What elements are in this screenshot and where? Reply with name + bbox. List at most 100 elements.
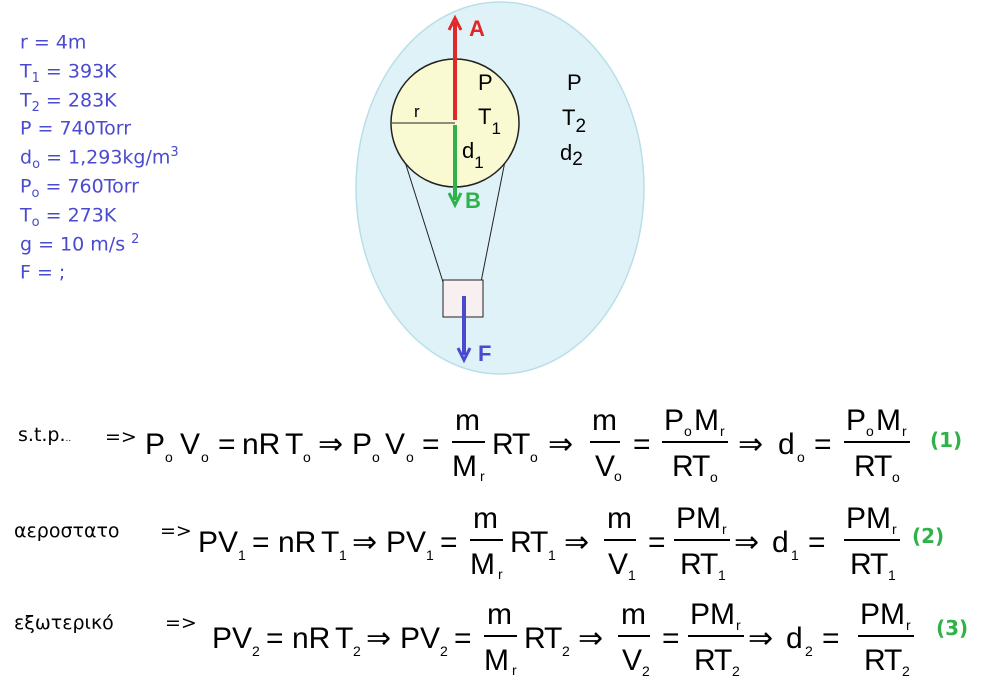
math-symbol: d xyxy=(772,526,789,559)
math-symbol: T xyxy=(321,526,339,559)
math-symbol: ⇒ xyxy=(318,428,343,461)
math-symbol: R xyxy=(850,548,872,581)
math-symbol: V xyxy=(232,622,252,655)
subscript: o xyxy=(201,449,209,465)
outside-temperature: T2 xyxy=(562,105,586,137)
math-symbol: T xyxy=(700,548,718,581)
subscript: o xyxy=(406,449,414,465)
outside-density: d2 xyxy=(560,140,583,170)
subscript: r xyxy=(892,521,897,537)
outside-label: εξωτερικό xyxy=(14,612,114,634)
subscript: 1 xyxy=(888,567,896,583)
math-symbol: m xyxy=(473,502,498,535)
subscript: o xyxy=(892,469,900,485)
math-symbol: P xyxy=(212,622,232,655)
subscript: o xyxy=(710,469,718,485)
math-symbol: R xyxy=(854,450,876,483)
subscript: 1 xyxy=(791,547,799,563)
math-symbol: T xyxy=(714,644,732,677)
math-symbol: M xyxy=(696,502,721,535)
math-symbol: T xyxy=(335,622,353,655)
outside-pressure: P xyxy=(567,70,582,95)
math-symbol: P xyxy=(846,502,866,535)
radius-label: r xyxy=(414,102,420,121)
given-item: T2 = 283K xyxy=(20,88,117,115)
math-symbol: V xyxy=(622,644,642,677)
math-symbol: = xyxy=(648,526,666,559)
subscript: o xyxy=(530,449,538,465)
subscript: 1 xyxy=(238,547,246,563)
math-symbol: P xyxy=(676,502,696,535)
math-symbol: P xyxy=(198,526,218,559)
math-symbol: ⇒ xyxy=(578,622,603,655)
math-symbol: P xyxy=(860,598,880,631)
math-symbol: T xyxy=(884,644,902,677)
subscript: 1 xyxy=(548,547,556,563)
math-symbol: V xyxy=(406,526,426,559)
math-symbol: = xyxy=(440,526,458,559)
math-symbol: m xyxy=(592,404,617,437)
math-symbol: = xyxy=(822,622,840,655)
math-symbol: P xyxy=(846,404,866,437)
subscript: o xyxy=(614,468,622,484)
equation-number-2: (2) xyxy=(912,524,945,548)
math-symbol: ⇒ xyxy=(366,622,391,655)
math-symbol: R xyxy=(694,644,716,677)
balloon-label: αεροστατο xyxy=(14,520,120,542)
math-symbol: = xyxy=(266,622,284,655)
subscript: 2 xyxy=(732,663,740,679)
inside-temperature: T1 xyxy=(478,104,501,138)
given-item: Po = 760Torr xyxy=(20,175,139,202)
math-symbol: ⇒ xyxy=(738,428,763,461)
math-symbol: = xyxy=(252,526,270,559)
given-item: P = 740Torr xyxy=(20,117,132,140)
math-symbol: P xyxy=(400,622,420,655)
math-symbol: T xyxy=(544,622,562,655)
balloon-arrow: => xyxy=(160,520,192,542)
math-symbol: V xyxy=(608,548,628,581)
rope-left xyxy=(399,145,444,283)
force-label: F xyxy=(478,341,491,366)
math-symbol: V xyxy=(595,450,615,483)
math-symbol: M xyxy=(710,598,735,631)
math-symbol: = xyxy=(814,428,832,461)
math-symbol: = xyxy=(218,428,236,461)
math-symbol: R xyxy=(680,548,702,581)
math-symbol: m xyxy=(607,502,632,535)
math-symbol: T xyxy=(530,526,548,559)
math-symbol: R xyxy=(510,526,532,559)
math-symbol: V xyxy=(180,428,200,461)
math-symbol: R xyxy=(672,450,694,483)
math-symbol: = xyxy=(662,622,680,655)
math-symbol: = xyxy=(808,526,826,559)
math-symbol: R xyxy=(864,644,886,677)
arrow-b-label: B xyxy=(465,188,481,213)
stp-arrow: => xyxy=(105,426,137,448)
math-symbol: = xyxy=(633,428,651,461)
math-symbol: nR xyxy=(242,428,280,461)
subscript: 1 xyxy=(426,547,434,563)
subscript: r xyxy=(722,521,727,537)
math-symbol: M xyxy=(452,450,477,483)
math-symbol: R xyxy=(492,428,514,461)
arrow-a-label: A xyxy=(469,16,485,41)
math-symbol: m xyxy=(487,598,512,631)
equation-number-1: (1) xyxy=(930,428,963,452)
subscript: 1 xyxy=(339,547,347,563)
subscript: 2 xyxy=(805,643,813,659)
subscript: 1 xyxy=(628,567,636,583)
math-symbol: nR xyxy=(292,622,330,655)
given-item: F = ; xyxy=(20,261,66,284)
subscript: r xyxy=(906,617,911,633)
math-symbol: M xyxy=(866,502,891,535)
math-symbol: P xyxy=(145,428,165,461)
math-symbol: d xyxy=(778,428,795,461)
math-symbol: m xyxy=(621,598,646,631)
math-symbol: d xyxy=(786,622,803,655)
subscript: 2 xyxy=(902,663,910,679)
